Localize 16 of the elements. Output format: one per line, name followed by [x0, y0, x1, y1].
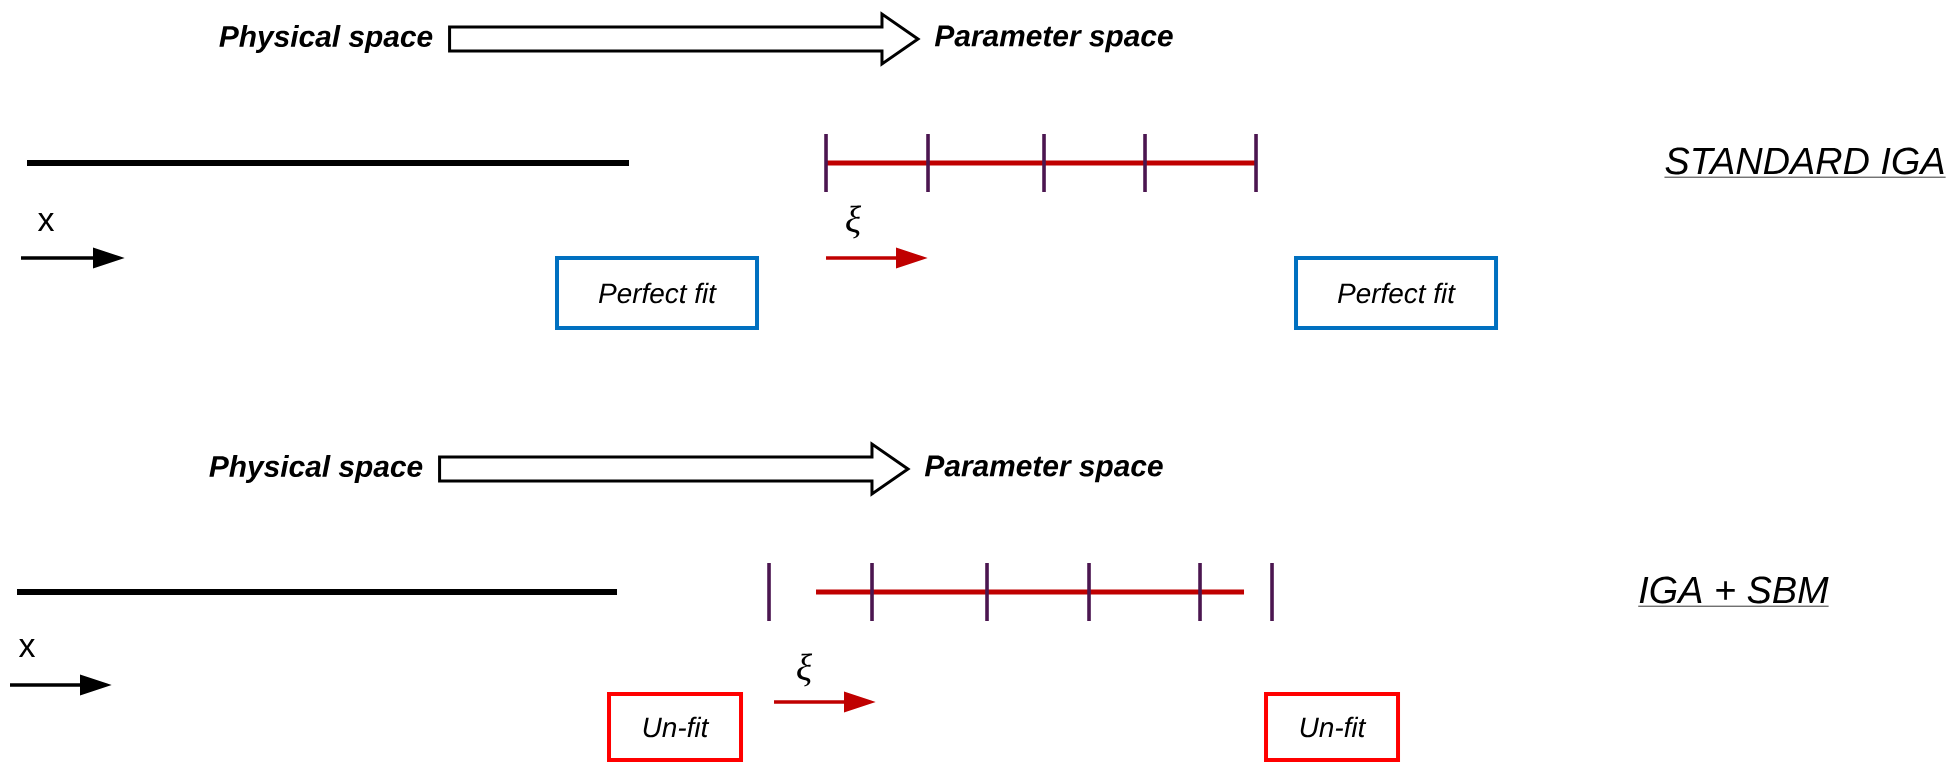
space-heading: Parameter space [924, 455, 1163, 483]
fit-box: Perfect fit [1294, 256, 1499, 330]
fit-box: Un-fit [1264, 692, 1401, 762]
block-arrow [438, 441, 911, 497]
axis-label: ξ [797, 653, 813, 687]
section-title: IGA + SBM [1637, 576, 1829, 607]
space-heading: Physical space [209, 455, 423, 483]
space-heading: Physical space [219, 25, 433, 53]
fit-box: Un-fit [607, 692, 743, 762]
section-title: STANDARD IGA [1664, 147, 1947, 178]
block-arrow [448, 11, 921, 67]
axis-label: x [18, 639, 36, 657]
axis-label: ξ [846, 205, 862, 239]
axis-label: x [37, 213, 55, 231]
fit-box: Perfect fit [555, 256, 759, 330]
space-heading: Parameter space [934, 25, 1173, 53]
